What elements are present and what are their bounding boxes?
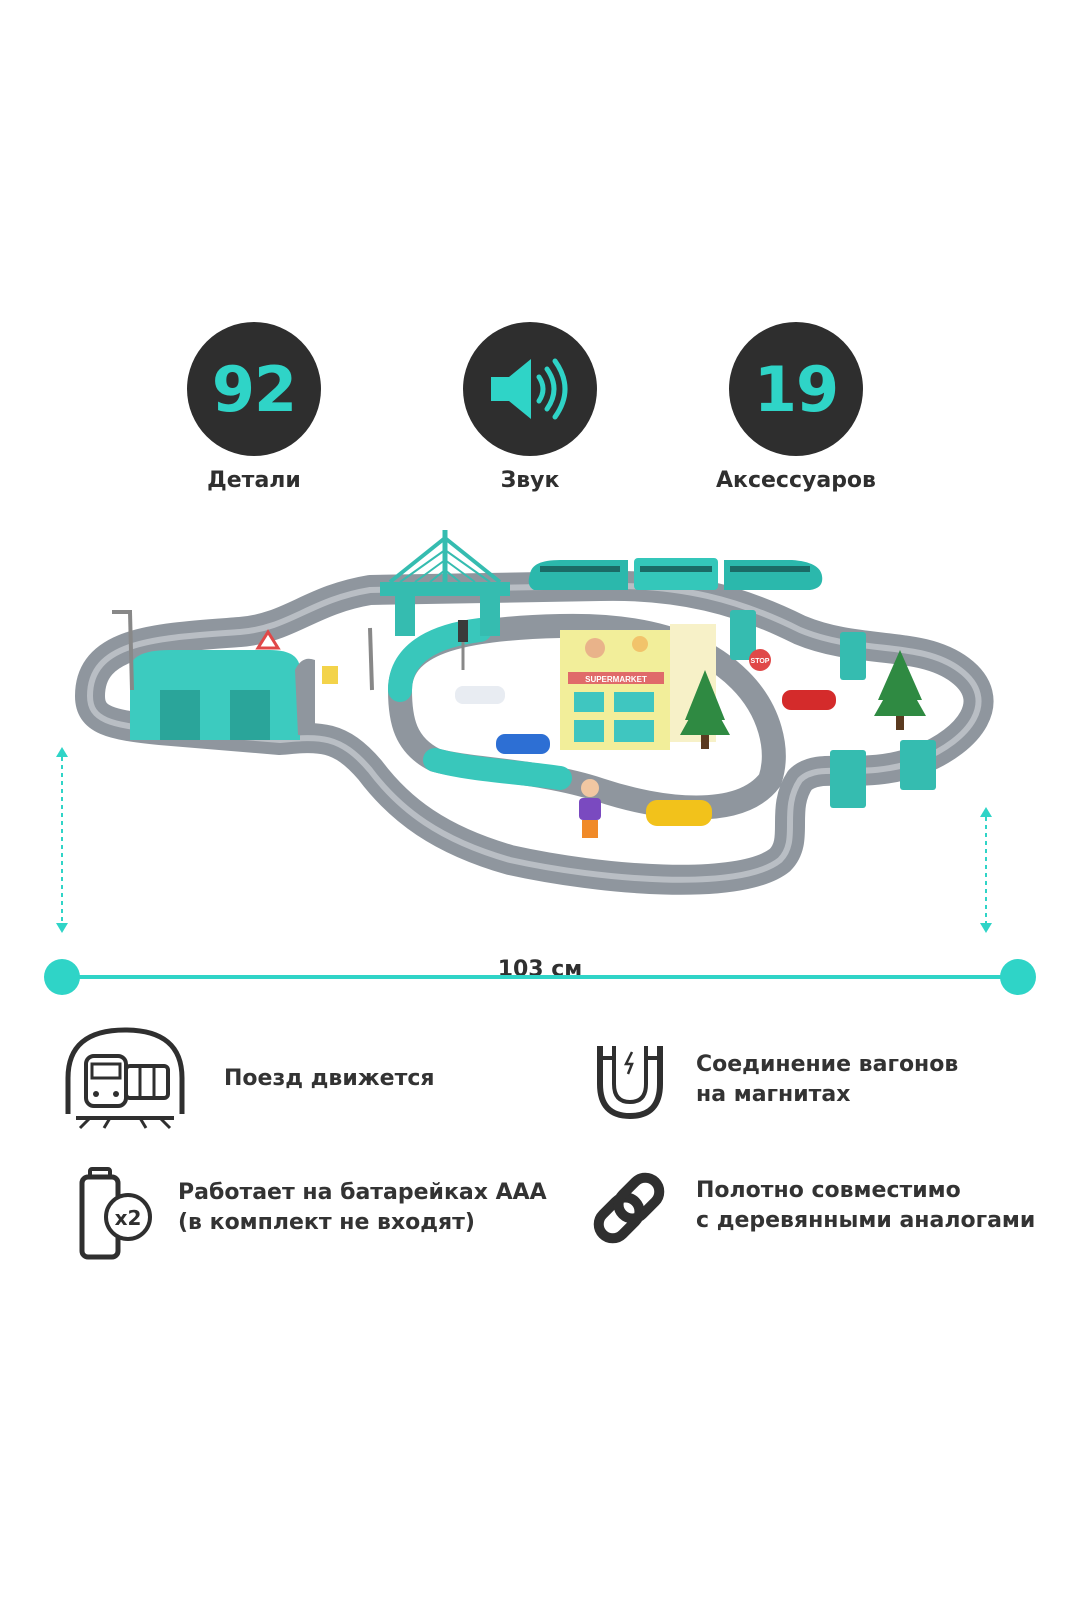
feature-train-moves-line1: Поезд движется bbox=[224, 1066, 435, 1091]
stat-accessories-label: Аксессуаров bbox=[716, 468, 876, 493]
stat-sound-circle bbox=[463, 322, 597, 456]
suspension-bridge bbox=[380, 530, 510, 636]
stat-parts: 92 Детали bbox=[154, 322, 354, 493]
magnet-icon bbox=[597, 1046, 663, 1120]
battery-x2-icon: x2 bbox=[79, 1167, 152, 1260]
train-set-illustration: SUPERMARKET STOP bbox=[75, 530, 994, 895]
feature-magnets-line1: Соединение вагонов bbox=[696, 1052, 959, 1077]
speaker-icon bbox=[491, 358, 568, 420]
dimension-arrow-left bbox=[56, 747, 68, 933]
feature-wood-compatible: Полотно совместимо с деревянными аналога… bbox=[696, 1176, 1035, 1236]
feature-batteries-line2: (в комплект не входят) bbox=[178, 1210, 475, 1235]
stat-parts-label: Детали bbox=[207, 468, 301, 493]
feature-magnets-line2: на магнитах bbox=[696, 1082, 851, 1107]
tunnel bbox=[130, 650, 315, 740]
stat-parts-value: 92 bbox=[211, 352, 297, 426]
stop-sign-text: STOP bbox=[751, 658, 770, 665]
trees bbox=[680, 650, 926, 749]
feature-batteries-line1: Работает на батарейках ААА bbox=[178, 1180, 547, 1205]
bridge-pillars bbox=[730, 610, 936, 808]
stat-sound-label: Звук bbox=[500, 468, 560, 493]
battery-count-badge: x2 bbox=[115, 1206, 142, 1230]
supermarket-sign: SUPERMARKET bbox=[585, 675, 647, 684]
dimension-line bbox=[44, 959, 1036, 995]
feature-magnets: Соединение вагонов на магнитах bbox=[696, 1050, 958, 1110]
stat-sound: Звук bbox=[430, 322, 630, 493]
stat-accessories-value: 19 bbox=[753, 352, 839, 426]
toy-cars bbox=[455, 686, 836, 826]
feature-train-moves: Поезд движется bbox=[224, 1064, 435, 1094]
toy-figure bbox=[579, 779, 601, 838]
street-accessories: STOP bbox=[112, 610, 771, 691]
chain-link-icon bbox=[593, 1172, 665, 1244]
train-tunnel-icon bbox=[65, 1027, 185, 1130]
track-outer bbox=[75, 570, 994, 895]
feature-wood-compatible-line1: Полотно совместимо bbox=[696, 1178, 961, 1203]
stat-parts-circle: 92 bbox=[187, 322, 321, 456]
feature-batteries: Работает на батарейках ААА (в комплект н… bbox=[178, 1178, 547, 1238]
stat-accessories: 19 Аксессуаров bbox=[696, 322, 896, 493]
feature-wood-compatible-line2: с деревянными аналогами bbox=[696, 1208, 1036, 1233]
dimension-arrow-right bbox=[980, 807, 992, 933]
stat-accessories-circle: 19 bbox=[729, 322, 863, 456]
train bbox=[528, 558, 823, 590]
